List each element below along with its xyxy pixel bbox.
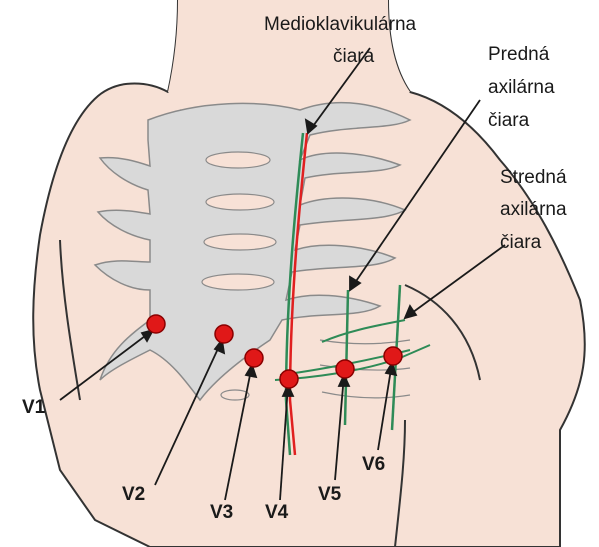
anterior-axillary-label-line2: axilárna — [488, 77, 555, 98]
midclavicular-label-line2: čiara — [333, 46, 375, 67]
anterior-axillary-label-line1: Predná — [488, 44, 550, 65]
mid-axillary-label-line3: čiara — [500, 232, 542, 253]
electrode-label-v6: V6 — [362, 454, 385, 475]
mid-axillary-label-line1: Stredná — [500, 167, 567, 188]
electrode-label-v4: V4 — [265, 502, 289, 523]
electrode-v5 — [336, 360, 354, 378]
midclavicular-label-line1: Medioklavikulárna — [264, 14, 417, 35]
electrode-v3 — [245, 349, 263, 367]
electrode-label-v1: V1 — [22, 397, 46, 418]
electrode-label-v5: V5 — [318, 484, 342, 505]
electrode-v4 — [280, 370, 298, 388]
electrode-label-v2: V2 — [122, 484, 145, 505]
electrode-v2 — [215, 325, 233, 343]
electrode-v6 — [384, 347, 402, 365]
mid-axillary-label-line2: axilárna — [500, 199, 567, 220]
electrode-label-v3: V3 — [210, 502, 233, 523]
anterior-axillary-label-line3: čiara — [488, 110, 530, 131]
electrode-v1 — [147, 315, 165, 333]
